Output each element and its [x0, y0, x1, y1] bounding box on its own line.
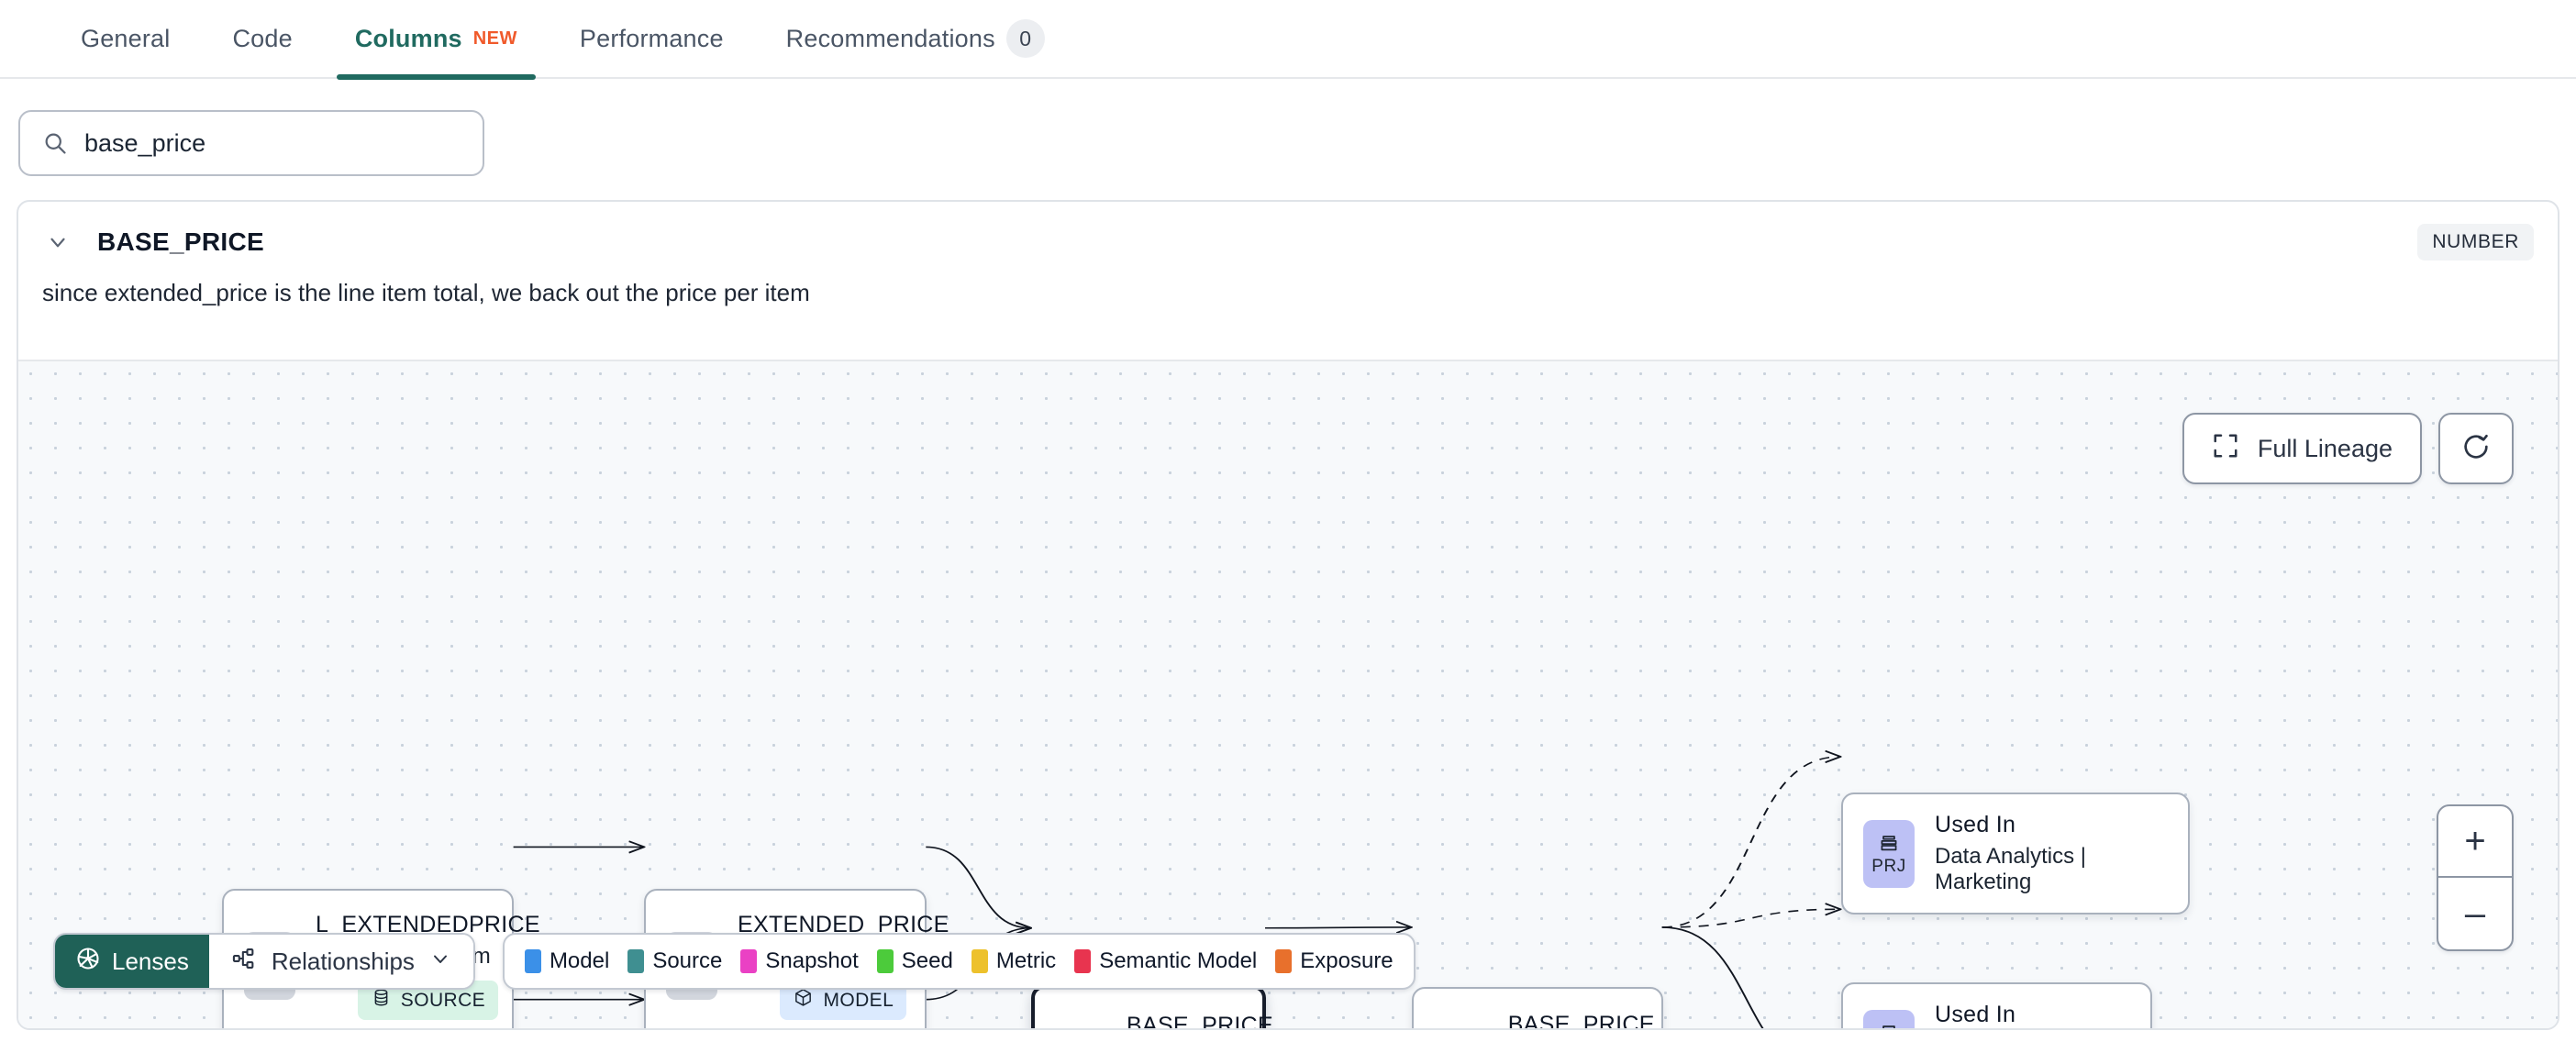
- column-description: since extended_price is the line item to…: [42, 279, 810, 306]
- relationships-label: Relationships: [271, 947, 415, 975]
- cube-icon: [793, 987, 814, 1014]
- tab-recommendations[interactable]: Recommendations 0: [755, 0, 1076, 78]
- aperture-icon: [75, 946, 101, 978]
- legend-swatch: [627, 949, 645, 973]
- tab-label: Code: [232, 24, 293, 52]
- lineage-edge: [1661, 926, 1764, 1028]
- tab-columns[interactable]: Columns NEW: [324, 0, 549, 80]
- tab-label: General: [81, 24, 171, 52]
- column-header: BASE_PRICE NUMBER: [18, 202, 2558, 260]
- column-name: BASE_PRICE: [97, 227, 264, 256]
- lineage-node[interactable]: COLBASE_PRICEfct_order_itemsMODEL: [1412, 987, 1663, 1028]
- node-title: Used In: [1935, 812, 2016, 837]
- legend-swatch: [971, 949, 988, 973]
- chevron-down-icon[interactable]: [42, 227, 73, 258]
- full-lineage-label: Full Lineage: [2257, 434, 2393, 462]
- search-icon: [42, 130, 68, 156]
- legend-label: Snapshot: [765, 948, 859, 973]
- search-input[interactable]: [84, 128, 461, 158]
- zoom-out-button[interactable]: –: [2464, 892, 2486, 934]
- tab-bar: General Code Columns NEW Performance Recommen…: [0, 0, 2576, 80]
- node-pill-label: SOURCE: [400, 989, 486, 1011]
- tab-label: Performance: [579, 24, 724, 52]
- lineage-edges: [496, 361, 2558, 1028]
- node-type-legend: Model Source Snapshot Seed Metric Semantic Mo…: [502, 933, 1416, 990]
- legend-swatch: [876, 949, 894, 973]
- lineage-edge: [1661, 757, 1840, 928]
- tab-label: Recommendations: [785, 24, 995, 52]
- canvas-top-controls: Full Lineage: [2182, 413, 2514, 484]
- legend-item-metric: Metric: [971, 948, 1057, 974]
- legend-label: Model: [549, 948, 610, 973]
- legend-swatch: [740, 949, 758, 973]
- node-subtitle: Data Analytics | Marketing: [1935, 844, 2086, 894]
- node-pill-label: MODEL: [823, 989, 894, 1011]
- legend-item-seed: Seed: [876, 948, 953, 974]
- refresh-icon: [2461, 432, 2491, 466]
- chevron-down-icon: [429, 948, 451, 976]
- full-lineage-button[interactable]: Full Lineage: [2182, 413, 2422, 484]
- lineage-edge: [1661, 909, 1840, 928]
- legend-swatch: [524, 949, 541, 973]
- refresh-button[interactable]: [2438, 413, 2514, 484]
- zoom-in-button[interactable]: +: [2438, 806, 2512, 878]
- search-box[interactable]: [18, 110, 484, 176]
- lineage-edge: [1265, 927, 1411, 928]
- tab-performance[interactable]: Performance: [549, 0, 755, 78]
- tab-general[interactable]: General: [50, 0, 201, 78]
- node-title: BASE_PRICE: [1507, 1012, 1655, 1028]
- legend-label: Seed: [901, 948, 953, 973]
- legend-label: Exposure: [1300, 948, 1393, 973]
- lineage-edge: [926, 846, 1030, 927]
- legend-swatch: [1275, 949, 1293, 973]
- node-badge-label: PRJ: [1871, 856, 1906, 876]
- lenses-group: Lenses Relationships: [53, 933, 475, 990]
- node-title: BASE_PRICE: [1127, 1013, 1274, 1028]
- relationships-dropdown[interactable]: Relationships: [208, 935, 473, 988]
- project-icon: PRJ: [1863, 819, 1915, 888]
- lenses-button[interactable]: Lenses: [55, 935, 209, 988]
- zoom-controls: + –: [2437, 804, 2514, 951]
- expand-icon: [2212, 432, 2239, 466]
- node-body: BASE_PRICEorder_itemsMODEL: [1127, 1013, 1273, 1028]
- column-detail-card: BASE_PRICE NUMBER since extended_price i…: [17, 200, 2559, 1030]
- legend-item-source: Source: [627, 948, 722, 974]
- node-body: Used In Data Analytics | Marketing: [1935, 812, 2168, 895]
- legend-label: Metric: [995, 948, 1057, 973]
- node-body: BASE_PRICEfct_order_itemsMODEL: [1505, 1012, 1657, 1028]
- database-icon: [371, 987, 392, 1014]
- tab-new-badge: NEW: [472, 28, 517, 49]
- lineage-canvas[interactable]: COLL_EXTENDEDPRICEtpch_now.lineitemSOURC…: [18, 360, 2558, 1028]
- legend-item-semantic-model: Semantic Model: [1074, 948, 1257, 974]
- legend-label: Semantic Model: [1099, 948, 1258, 973]
- lineage-node[interactable]: PRJ Used In Data Analytics | Marketing: [1841, 793, 2190, 914]
- tab-code[interactable]: Code: [201, 0, 323, 78]
- canvas-bottom-bar: Lenses Relationships: [53, 933, 1416, 990]
- project-icon: PRJ: [1863, 1009, 1915, 1028]
- legend-label: Source: [652, 948, 723, 973]
- legend-item-snapshot: Snapshot: [740, 948, 859, 974]
- legend-swatch: [1074, 949, 1092, 973]
- legend-item-model: Model: [524, 948, 610, 974]
- node-title: Used In: [1935, 1002, 2016, 1027]
- search-area: [0, 79, 2576, 200]
- tab-label: Columns: [354, 24, 462, 52]
- legend-item-exposure: Exposure: [1275, 948, 1393, 974]
- hierarchy-icon: [231, 946, 257, 978]
- lineage-node[interactable]: COLBASE_PRICEorder_itemsMODEL: [1031, 985, 1273, 1028]
- tab-count-badge: 0: [1005, 19, 1045, 58]
- lenses-label: Lenses: [112, 947, 189, 975]
- column-type-badge: NUMBER: [2417, 224, 2534, 260]
